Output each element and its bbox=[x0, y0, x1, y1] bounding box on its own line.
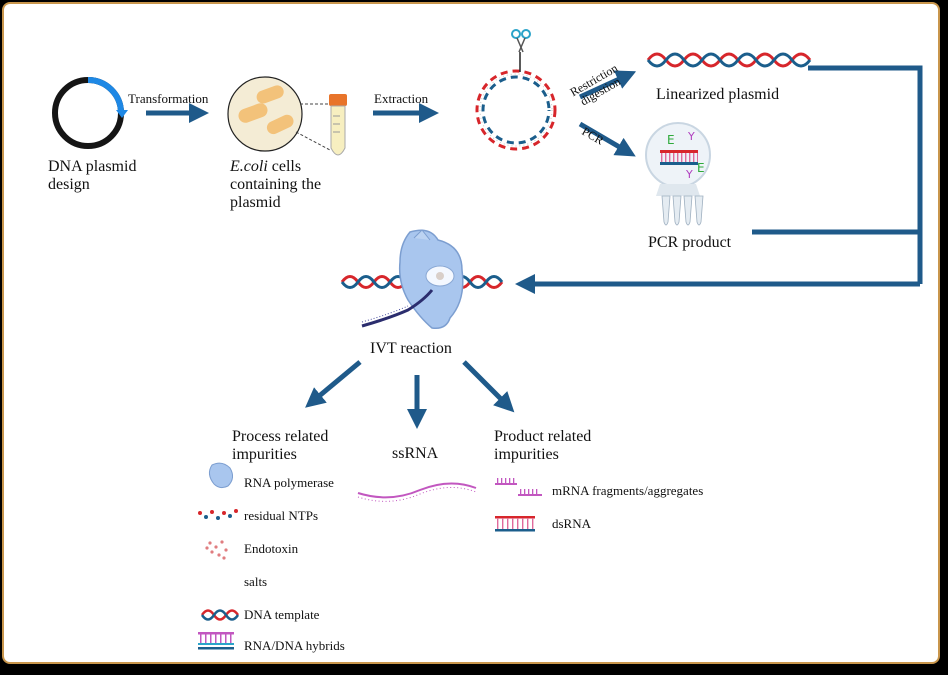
process-impurities-heading: Process related impurities bbox=[232, 428, 329, 463]
restriction-arrow bbox=[578, 70, 637, 100]
linear-dna-icon bbox=[646, 52, 812, 68]
dna-template-icon bbox=[200, 609, 240, 621]
plasmid-design-label: DNA plasmid design bbox=[48, 158, 137, 193]
ecoli-italic: E.coli bbox=[230, 158, 268, 175]
nascent-rna-icon bbox=[361, 289, 434, 328]
mrna-fragments-icon bbox=[495, 478, 542, 496]
product-impurities-heading: Product related impurities bbox=[494, 428, 592, 463]
connector-line bbox=[808, 65, 923, 284]
process-item-rna-polymerase: RNA polymerase bbox=[244, 475, 334, 490]
rna-dna-hybrids-icon bbox=[198, 632, 234, 650]
ssrna-label: ssRNA bbox=[392, 445, 439, 462]
svg-text:Y: Y bbox=[687, 130, 695, 143]
product-item-dsrna: dsRNA bbox=[552, 516, 592, 531]
rna-polymerase-small-icon bbox=[208, 462, 234, 489]
process-item-salts: salts bbox=[244, 574, 268, 589]
pcr-product-icon: E Y Y E bbox=[645, 122, 711, 226]
svg-text:E: E bbox=[667, 133, 675, 147]
restriction-digestion-label: Restriction digestion bbox=[567, 60, 624, 109]
test-tube-icon bbox=[329, 94, 347, 156]
process-item-dna-template: DNA template bbox=[244, 607, 320, 622]
process-item-endotoxin: Endotoxin bbox=[244, 541, 299, 556]
transformation-label: Transformation bbox=[128, 91, 209, 106]
svg-text:Y: Y bbox=[685, 168, 693, 181]
ecoli-label-line2: containing the bbox=[230, 176, 322, 193]
process-impurities-arrow bbox=[305, 360, 362, 408]
pcr-product-label: PCR product bbox=[648, 234, 732, 251]
ecoli-label-line3: plasmid bbox=[230, 194, 281, 211]
ssrna-strand-icon bbox=[357, 482, 477, 502]
product-impurities-arrow bbox=[462, 360, 515, 413]
plasmid-ring-icon bbox=[52, 77, 128, 149]
residual-ntps-icon bbox=[198, 509, 238, 520]
product-item-mrna-fragments: mRNA fragments/aggregates bbox=[552, 483, 704, 498]
scissors-icon bbox=[511, 29, 531, 72]
linearized-plasmid-label: Linearized plasmid bbox=[656, 86, 780, 103]
process-item-rna-dna-hybrids: RNA/DNA hybrids bbox=[244, 638, 345, 653]
svg-text:E: E bbox=[697, 161, 705, 175]
ivt-reaction-label: IVT reaction bbox=[370, 340, 452, 357]
pcr-arrow bbox=[578, 121, 636, 157]
endotoxin-icon bbox=[205, 540, 228, 560]
circular-plasmid-icon bbox=[475, 69, 557, 151]
dsrna-icon bbox=[495, 516, 535, 532]
ecoli-label: E.coli cells bbox=[230, 158, 301, 176]
extraction-label: Extraction bbox=[374, 91, 429, 106]
ecoli-cells-icon bbox=[227, 76, 331, 152]
ecoli-rest: cells bbox=[267, 158, 302, 175]
pcr-arrow-label: PCR bbox=[579, 124, 607, 148]
process-item-residual-ntps: residual NTPs bbox=[244, 508, 319, 523]
